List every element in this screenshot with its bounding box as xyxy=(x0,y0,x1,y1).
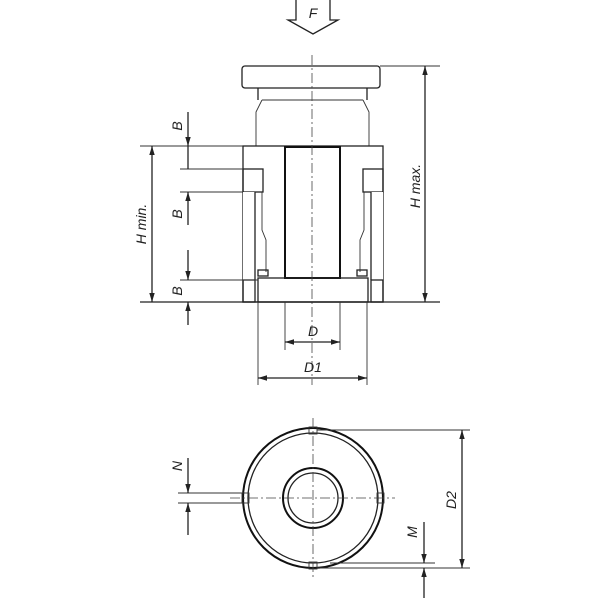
b-label-bottom: B xyxy=(169,286,185,295)
pressure-cap xyxy=(241,65,381,89)
b-label-middle: B xyxy=(169,209,185,218)
force-label: F xyxy=(309,5,319,21)
side-section-view: H max. H min. B B B D D1 xyxy=(133,55,440,385)
m-label: M xyxy=(404,526,420,538)
d1-label: D1 xyxy=(304,359,322,375)
bore xyxy=(284,146,341,279)
neck xyxy=(255,99,370,146)
n-label: N xyxy=(169,460,185,471)
force-arrow: F xyxy=(285,0,341,35)
d-label: D xyxy=(308,323,318,339)
base-insert xyxy=(257,277,369,303)
h-max-label: H max. xyxy=(407,164,423,208)
h-min-label: H min. xyxy=(133,204,149,244)
b-label-top: B xyxy=(169,121,185,130)
bottom-plan-view: D2 N M xyxy=(169,418,470,598)
d2-label: D2 xyxy=(443,491,459,509)
